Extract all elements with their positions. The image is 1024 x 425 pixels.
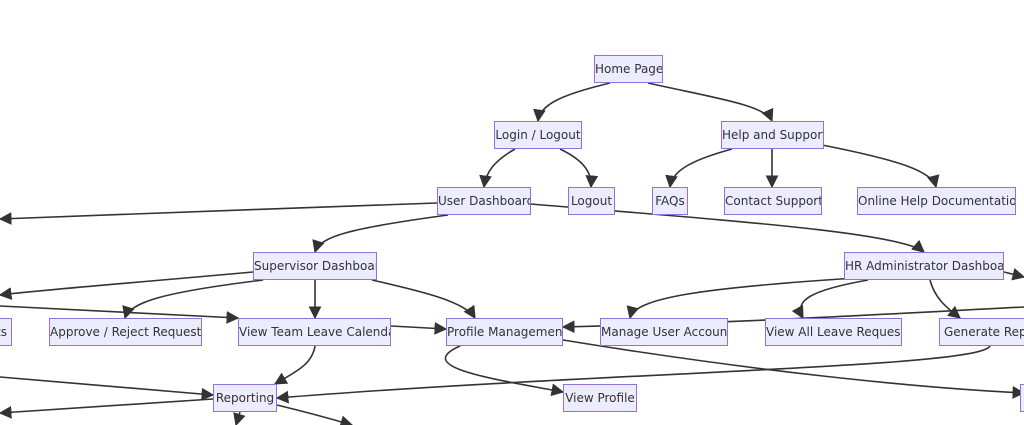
node-user-dashboard: User Dashboard [437, 187, 531, 215]
node-faqs: FAQs [652, 187, 688, 215]
node-supervisor-dashboard: Supervisor Dashboard [253, 252, 377, 280]
node-reporting: Reporting [213, 384, 277, 412]
edge-hr-to-view-all [791, 279, 869, 320]
edge-reporting-offscreen-left [0, 398, 214, 419]
node-view-all-leave-requests: View All Leave Requests [765, 318, 902, 346]
node-partial-right [1020, 384, 1024, 412]
edge-login-to-user-dashboard [479, 148, 516, 189]
node-approve-reject-requests: Approve / Reject Requests [49, 318, 202, 346]
node-logout: Logout [568, 187, 615, 215]
edge-supervisor-offscreen [0, 271, 254, 300]
edge-supervisor-to-profile [371, 279, 476, 320]
node-profile-management: Profile Management [446, 318, 563, 346]
edge-offscreen-left-to-team-calendar [0, 305, 240, 324]
edge-hr-to-generate-reports [929, 279, 961, 319]
edge-help-to-faqs [665, 148, 733, 189]
edge-profile-to-view-profile [444, 345, 565, 397]
edge-login-to-logout [559, 148, 599, 189]
node-contact-support: Contact Support [724, 187, 822, 215]
node-help-and-support: Help and Support [721, 121, 824, 149]
node-hr-administrator-dashboard: HR Administrator Dashboard [844, 252, 1004, 280]
edge-hr-offscreen [1003, 267, 1024, 281]
node-view-profile: View Profile [563, 384, 637, 412]
edge-reporting-offscreen-bottom-right [276, 404, 354, 425]
edge-home-to-login [533, 82, 611, 123]
edge-user-dashboard-offscreen [0, 202, 438, 225]
node-home-page: Home Page [594, 55, 663, 83]
node-online-help-documentation: Online Help Documentation [857, 187, 1016, 215]
node-generate-reports: Generate Repo [939, 318, 1024, 346]
edge-team-calendar-to-profile [390, 321, 448, 335]
edge-home-to-help [647, 82, 774, 123]
edge-user-dashboard-to-supervisor [312, 214, 449, 254]
edge-supervisor-to-approve [122, 279, 264, 320]
node-partial-left: ts [0, 318, 12, 346]
node-manage-user-accounts: Manage User Accounts [600, 318, 728, 346]
edge-offscreen-left-to-reporting [0, 376, 215, 401]
node-view-team-leave-calendar: View Team Leave Calendar [238, 318, 391, 346]
node-login-logout: Login / Logout [494, 121, 582, 149]
edge-help-to-online-help [821, 144, 940, 189]
edge-hr-to-manage-users [626, 277, 857, 320]
edge-team-calendar-to-reporting [273, 345, 316, 385]
edge-reporting-offscreen-bottom [233, 411, 246, 425]
